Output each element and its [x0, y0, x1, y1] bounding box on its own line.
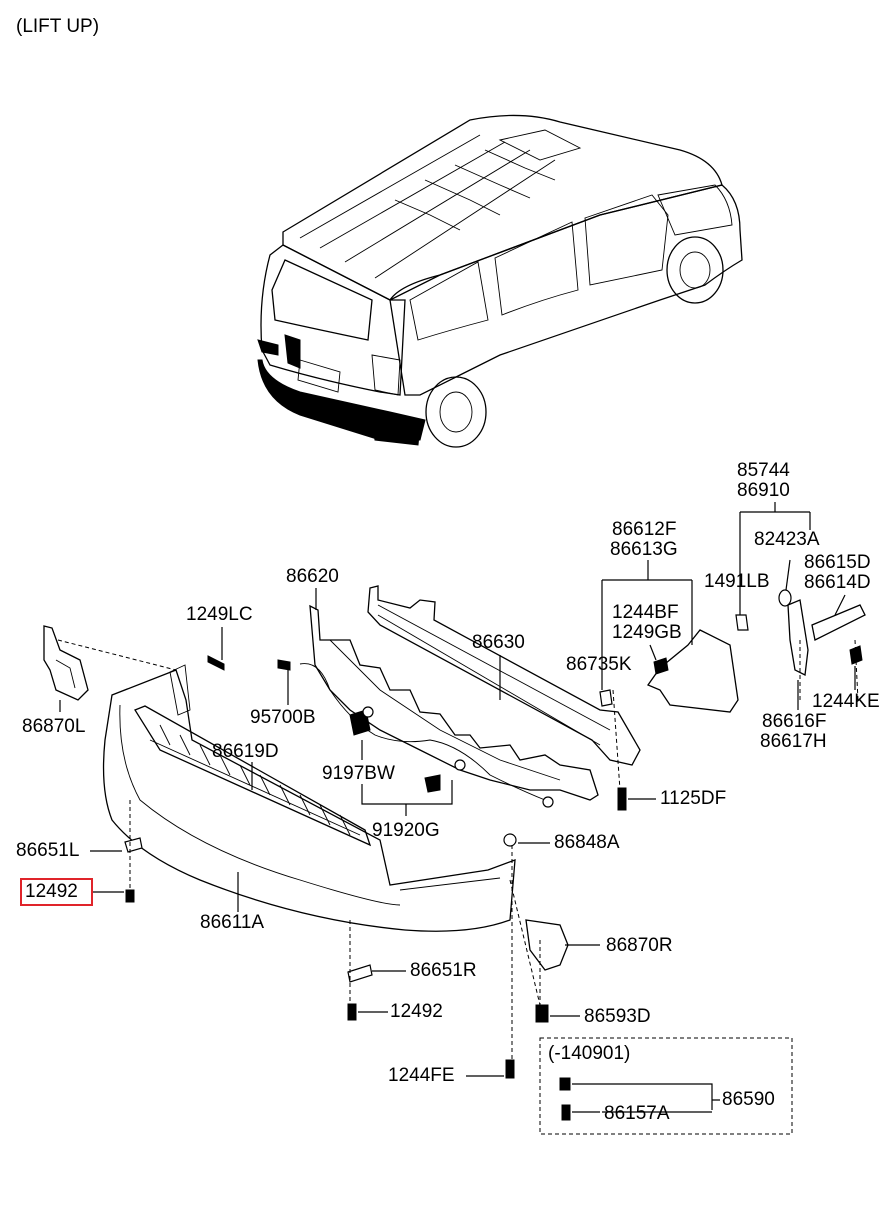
part-label-12492-highlighted[interactable]: 12492	[25, 881, 78, 902]
part-label-86612F[interactable]: 86612F	[612, 519, 677, 540]
part-label-85744[interactable]: 85744	[737, 460, 790, 481]
part-label-86593D[interactable]: 86593D	[584, 1006, 651, 1027]
part-label-1491LB[interactable]: 1491LB	[704, 571, 770, 592]
part-label-1244FE[interactable]: 1244FE	[388, 1065, 455, 1086]
part-label-86620[interactable]: 86620	[286, 566, 339, 587]
part-label-86619D[interactable]: 86619D	[212, 741, 279, 762]
part-label-86910[interactable]: 86910	[737, 480, 790, 501]
part-label-86617H[interactable]: 86617H	[760, 731, 827, 752]
part-86619D-shape	[134, 705, 372, 847]
part-label-86615D[interactable]: 86615D	[804, 552, 871, 573]
highlight-box-12492	[20, 878, 93, 906]
part-label-86630[interactable]: 86630	[472, 632, 525, 653]
part-label-1125DF[interactable]: 1125DF	[660, 788, 727, 809]
part-label-86157A[interactable]: 86157A	[604, 1103, 670, 1124]
part-label-86870L[interactable]: 86870L	[22, 716, 86, 737]
part-label-82423A[interactable]: 82423A	[754, 529, 820, 550]
part-label-86651L[interactable]: 86651L	[16, 840, 80, 861]
date-range-box	[539, 1037, 793, 1135]
part-86870L-shape	[43, 625, 89, 701]
part-86870R-shape	[525, 919, 569, 971]
part-label-86616F[interactable]: 86616F	[762, 711, 827, 732]
part-86611A-shape	[102, 669, 516, 932]
date-range-label: (-140901)	[548, 1043, 631, 1064]
part-label-86614D[interactable]: 86614D	[804, 572, 871, 593]
page-title: (LIFT UP)	[16, 16, 100, 37]
part-label-1249GB[interactable]: 1249GB	[612, 622, 682, 643]
part-label-1244KE[interactable]: 1244KE	[812, 691, 880, 712]
part-label-1249LC[interactable]: 1249LC	[186, 604, 253, 625]
part-86616F-shape	[787, 599, 809, 676]
part-label-12492[interactable]: 12492	[390, 1001, 443, 1022]
part-86620-shape	[309, 604, 599, 801]
part-label-86870R[interactable]: 86870R	[606, 935, 673, 956]
part-label-1244BF[interactable]: 1244BF	[612, 602, 679, 623]
part-label-95700B[interactable]: 95700B	[250, 707, 316, 728]
part-label-86590[interactable]: 86590	[722, 1089, 775, 1110]
part-label-86613G[interactable]: 86613G	[610, 539, 678, 560]
part-86615D-shape	[811, 604, 866, 641]
part-label-86848A[interactable]: 86848A	[554, 832, 620, 853]
part-label-91920G[interactable]: 91920G	[372, 820, 440, 841]
bumper-parts	[43, 585, 866, 1121]
part-86630-shape	[367, 585, 641, 766]
leader-lines	[59, 502, 856, 1113]
vehicle-illustration	[257, 114, 743, 448]
part-label-86651R[interactable]: 86651R	[410, 960, 477, 981]
part-label-9197BW[interactable]: 9197BW	[322, 763, 395, 784]
part-label-86611A[interactable]: 86611A	[200, 912, 265, 933]
part-label-86735K[interactable]: 86735K	[566, 654, 632, 675]
part-86612F-shape	[647, 629, 739, 713]
